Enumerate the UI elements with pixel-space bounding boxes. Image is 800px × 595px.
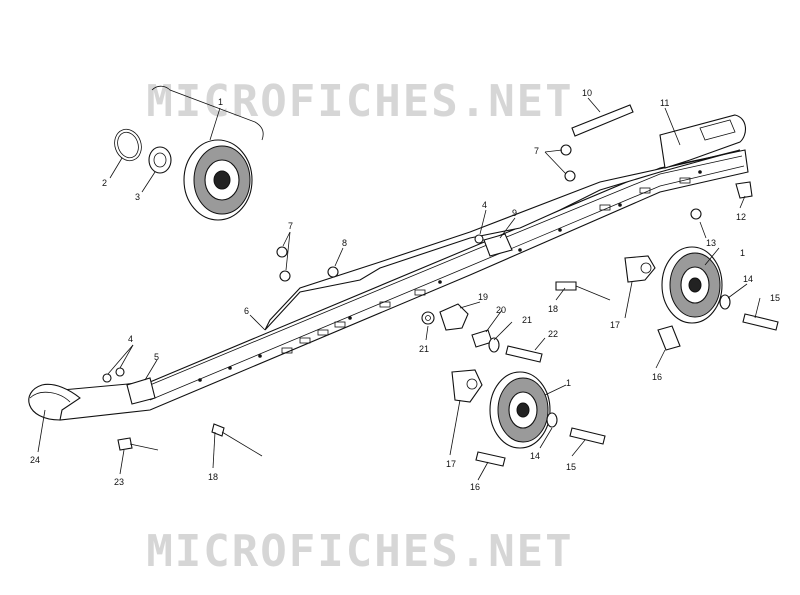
middle-wheel-assembly xyxy=(451,369,606,467)
leader-lines xyxy=(37,97,761,481)
callout-7-left: 7 xyxy=(288,221,293,231)
callout-7-right: 7 xyxy=(534,146,539,156)
callout-18-right: 18 xyxy=(548,304,558,314)
callout-15-middle: 15 xyxy=(566,462,576,472)
callout-18-lower: 18 xyxy=(208,472,218,482)
callout-6: 6 xyxy=(244,306,249,316)
watermark-top: MICROFICHES.NET xyxy=(146,76,574,127)
callout-11: 11 xyxy=(660,98,669,108)
callout-8: 8 xyxy=(342,238,347,248)
rear-wheel-assembly xyxy=(624,246,779,351)
callout-16-middle: 16 xyxy=(470,482,480,492)
callout-9: 9 xyxy=(512,208,517,218)
callout-21-right: 21 xyxy=(522,315,532,325)
callout-15-right: 15 xyxy=(770,293,780,303)
callout-4-right: 4 xyxy=(482,200,487,210)
callout-19: 19 xyxy=(478,292,488,302)
callout-14-right: 14 xyxy=(743,274,753,284)
callout-labels: 1 2 3 4 4 5 6 7 7 8 9 10 11 12 13 14 14 … xyxy=(30,88,780,492)
callout-17-right: 17 xyxy=(610,320,620,330)
callout-3: 3 xyxy=(135,192,140,202)
callout-12: 12 xyxy=(736,212,746,222)
callout-20: 20 xyxy=(496,305,506,315)
center-hardware xyxy=(421,303,543,363)
callout-5: 5 xyxy=(154,352,159,362)
callout-13: 13 xyxy=(706,238,716,248)
callout-2: 2 xyxy=(102,178,107,188)
callout-24: 24 xyxy=(30,455,40,465)
small-hardware xyxy=(102,104,753,457)
callout-10: 10 xyxy=(582,88,592,98)
callout-14-middle: 14 xyxy=(530,451,540,461)
callout-17-middle: 17 xyxy=(446,459,456,469)
callout-4-left: 4 xyxy=(128,334,133,344)
callout-1-top: 1 xyxy=(218,97,223,107)
callout-1-middle: 1 xyxy=(566,378,571,388)
callout-22: 22 xyxy=(548,329,558,339)
callout-21-left: 21 xyxy=(419,344,429,354)
slide-rail xyxy=(28,114,749,421)
callout-23: 23 xyxy=(114,477,124,487)
callout-1-rear: 1 xyxy=(740,248,745,258)
watermark-bottom: MICROFICHES.NET xyxy=(146,526,574,577)
upper-wheel-assembly xyxy=(114,85,264,221)
callout-16-right: 16 xyxy=(652,372,662,382)
